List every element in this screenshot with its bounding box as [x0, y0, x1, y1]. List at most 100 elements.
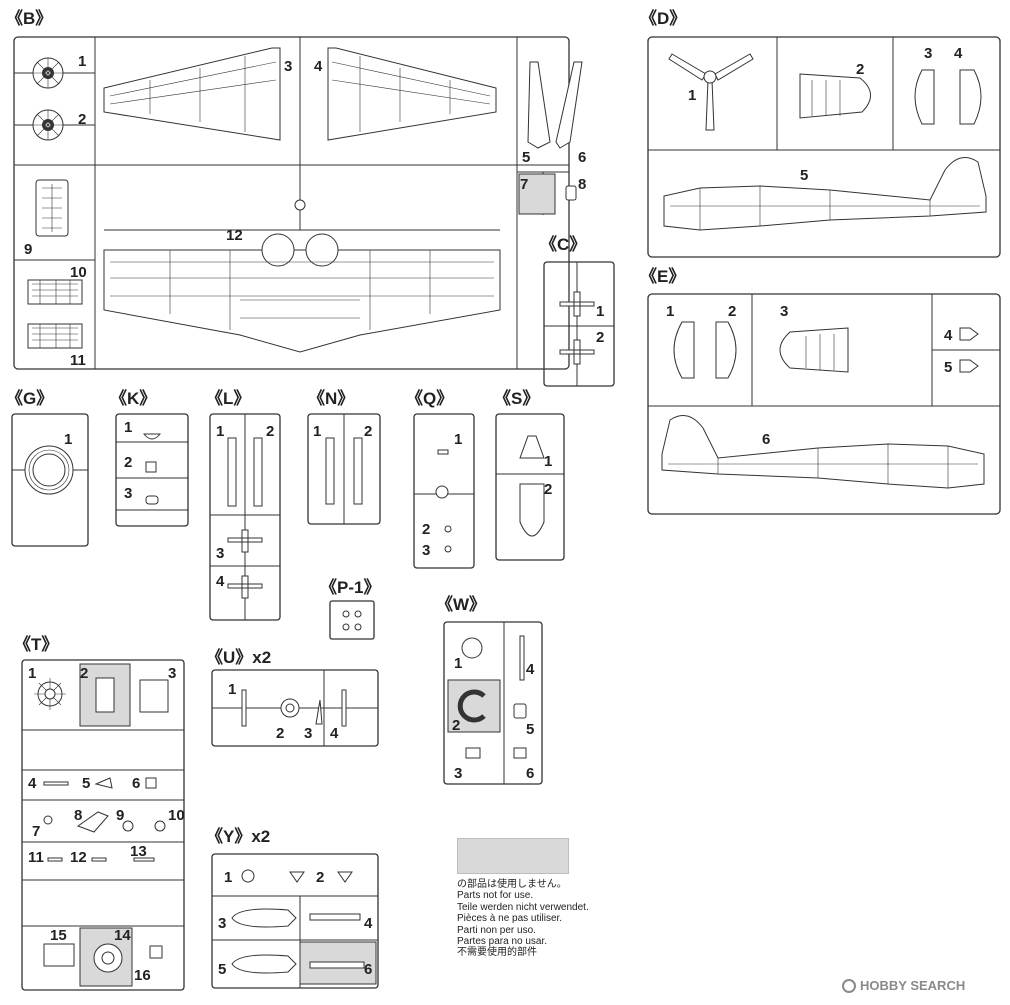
sprue-k-title: 《K》 — [110, 388, 156, 408]
sprue-t-label-16: 16 — [134, 967, 151, 984]
sprue-t-part-12 — [91, 857, 107, 862]
sprue-k-part-3 — [145, 495, 159, 505]
sprue-e-part-3 — [779, 327, 849, 373]
sprue-b-label-12: 12 — [226, 227, 243, 244]
sprue-b-part-4 — [327, 47, 497, 141]
sprue-y-title: 《Y》x2 — [206, 826, 270, 846]
sprue-u-part-1 — [241, 689, 247, 727]
sprue-w-part-1 — [461, 637, 483, 659]
sprue-d-title: 《D》 — [640, 8, 686, 28]
sprue-t-part-7 — [43, 815, 53, 825]
sprue-q-frame — [413, 413, 475, 569]
sprue-d-label-2: 2 — [856, 61, 864, 78]
sprue-l-label-2: 2 — [266, 423, 274, 440]
sprue-t-label-6: 6 — [132, 775, 140, 792]
sprue-l: 《L》 1 2 3 4 — [206, 388, 281, 621]
sprue-t-label-1: 1 — [28, 665, 36, 682]
sprue-k-label-3: 3 — [124, 485, 132, 502]
sprue-c-frame — [543, 261, 615, 387]
legend-line-zh: 不需要使用的部件 — [457, 947, 537, 959]
sprue-b-part-7 — [518, 173, 556, 215]
sprue-t-label-8: 8 — [74, 807, 82, 824]
sprue-t-label-7: 7 — [32, 823, 40, 840]
sprue-y-label-5: 5 — [218, 961, 226, 978]
hobby-search-logo-icon — [842, 978, 856, 993]
sprue-d-part-3 — [914, 69, 935, 125]
sprue-b-label-4: 4 — [314, 58, 323, 75]
sprue-e-part-4 — [959, 327, 979, 341]
sprue-t-label-9: 9 — [116, 807, 124, 824]
sprue-u-label-2: 2 — [276, 725, 284, 742]
sprue-c-part-1 — [559, 291, 595, 317]
sprue-s-label-2: 2 — [544, 481, 552, 498]
sprue-l-label-4: 4 — [216, 573, 225, 590]
sprue-t: 《T》 — [14, 634, 185, 991]
sprue-l-label-3: 3 — [216, 545, 224, 562]
sprue-w-part-4 — [519, 635, 525, 681]
sprue-p-1-title: 《P-1》 — [320, 577, 380, 597]
watermark-text: HOBBY SEARCH — [860, 978, 966, 993]
sprue-e: 《E》 1 2 3 4 5 6 — [640, 266, 1001, 515]
sprue-t-frame — [21, 659, 185, 991]
sprue-b-label-2: 2 — [78, 111, 86, 128]
sprue-w-label-6: 6 — [526, 765, 534, 782]
sprue-b-part-12 — [103, 229, 501, 353]
sprue-y-label-2: 2 — [316, 869, 324, 886]
sprue-b-part-8 — [565, 185, 577, 201]
sprue-w-label-1: 1 — [454, 655, 462, 672]
sprue-d: 《D》 1 2 3 4 5 — [640, 8, 1001, 258]
sprue-t-part-15 — [43, 943, 75, 967]
sprue-t-part-10 — [154, 820, 166, 832]
sprue-e-label-3: 3 — [780, 303, 788, 320]
sprue-g-frame — [11, 413, 89, 547]
sprue-l-part-3 — [227, 529, 263, 553]
sprue-s: 《S》 1 2 — [494, 388, 565, 561]
sprue-b-label-3: 3 — [284, 58, 292, 75]
sprue-l-part-2 — [253, 437, 263, 507]
legend-line-ja: の部品は使用しません。 — [457, 879, 567, 890]
sprue-q: 《Q》 1 2 3 — [406, 388, 475, 569]
legend-line-en: Parts not for use. — [457, 890, 534, 902]
sprue-b-part-1 — [14, 57, 95, 89]
sprue-p-1: 《P-1》 — [320, 577, 380, 640]
sprue-w: 《W》 1 2 3 4 5 6 — [436, 594, 543, 785]
sprue-t-label-14: 14 — [114, 927, 131, 944]
sprue-l-part-4 — [227, 575, 263, 599]
sprue-q-part-1 — [437, 449, 449, 455]
sprue-g-title: 《G》 — [6, 388, 53, 408]
sprue-t-part-8 — [76, 811, 109, 833]
sprue-b-part-9 — [35, 179, 69, 237]
sprue-b-part-10 — [27, 279, 83, 305]
sprue-d-label-4: 4 — [954, 45, 963, 62]
sprue-u-part-3 — [315, 699, 323, 725]
sprue-t-label-5: 5 — [82, 775, 90, 792]
sprue-t-part-11 — [47, 857, 63, 862]
sprue-y-part-1 — [241, 869, 255, 883]
not-for-use-swatch — [457, 838, 569, 874]
sprue-b-label-7: 7 — [520, 176, 528, 193]
sprue-w-part-6 — [513, 747, 527, 759]
sprue-k-label-1: 1 — [124, 419, 132, 436]
sprue-e-part-6 — [661, 415, 985, 489]
sprue-d-frame — [647, 36, 1001, 258]
sprue-t-part-3 — [139, 679, 169, 713]
sprue-w-frame — [443, 621, 543, 785]
sprue-t-label-13: 13 — [130, 843, 147, 860]
sprue-u-label-3: 3 — [304, 725, 312, 742]
sprue-k-part-2 — [145, 461, 157, 473]
sprue-t-part-6 — [145, 777, 157, 789]
sprue-y-label-1: 1 — [224, 869, 232, 886]
sprue-t-label-12: 12 — [70, 849, 87, 866]
sprue-c-title: 《C》 — [540, 234, 586, 254]
sprue-d-label-3: 3 — [924, 45, 932, 62]
sprue-q-label-1: 1 — [454, 431, 462, 448]
sprue-y-part-4 — [309, 913, 361, 921]
sprue-d-part-5 — [663, 157, 987, 231]
sprue-w-part-5 — [513, 703, 527, 719]
sprue-y-part-5 — [231, 954, 297, 974]
sprue-b-label-11: 11 — [70, 352, 86, 369]
sprue-b: 《B》 — [6, 8, 586, 370]
sprue-b-label-10: 10 — [70, 264, 87, 281]
